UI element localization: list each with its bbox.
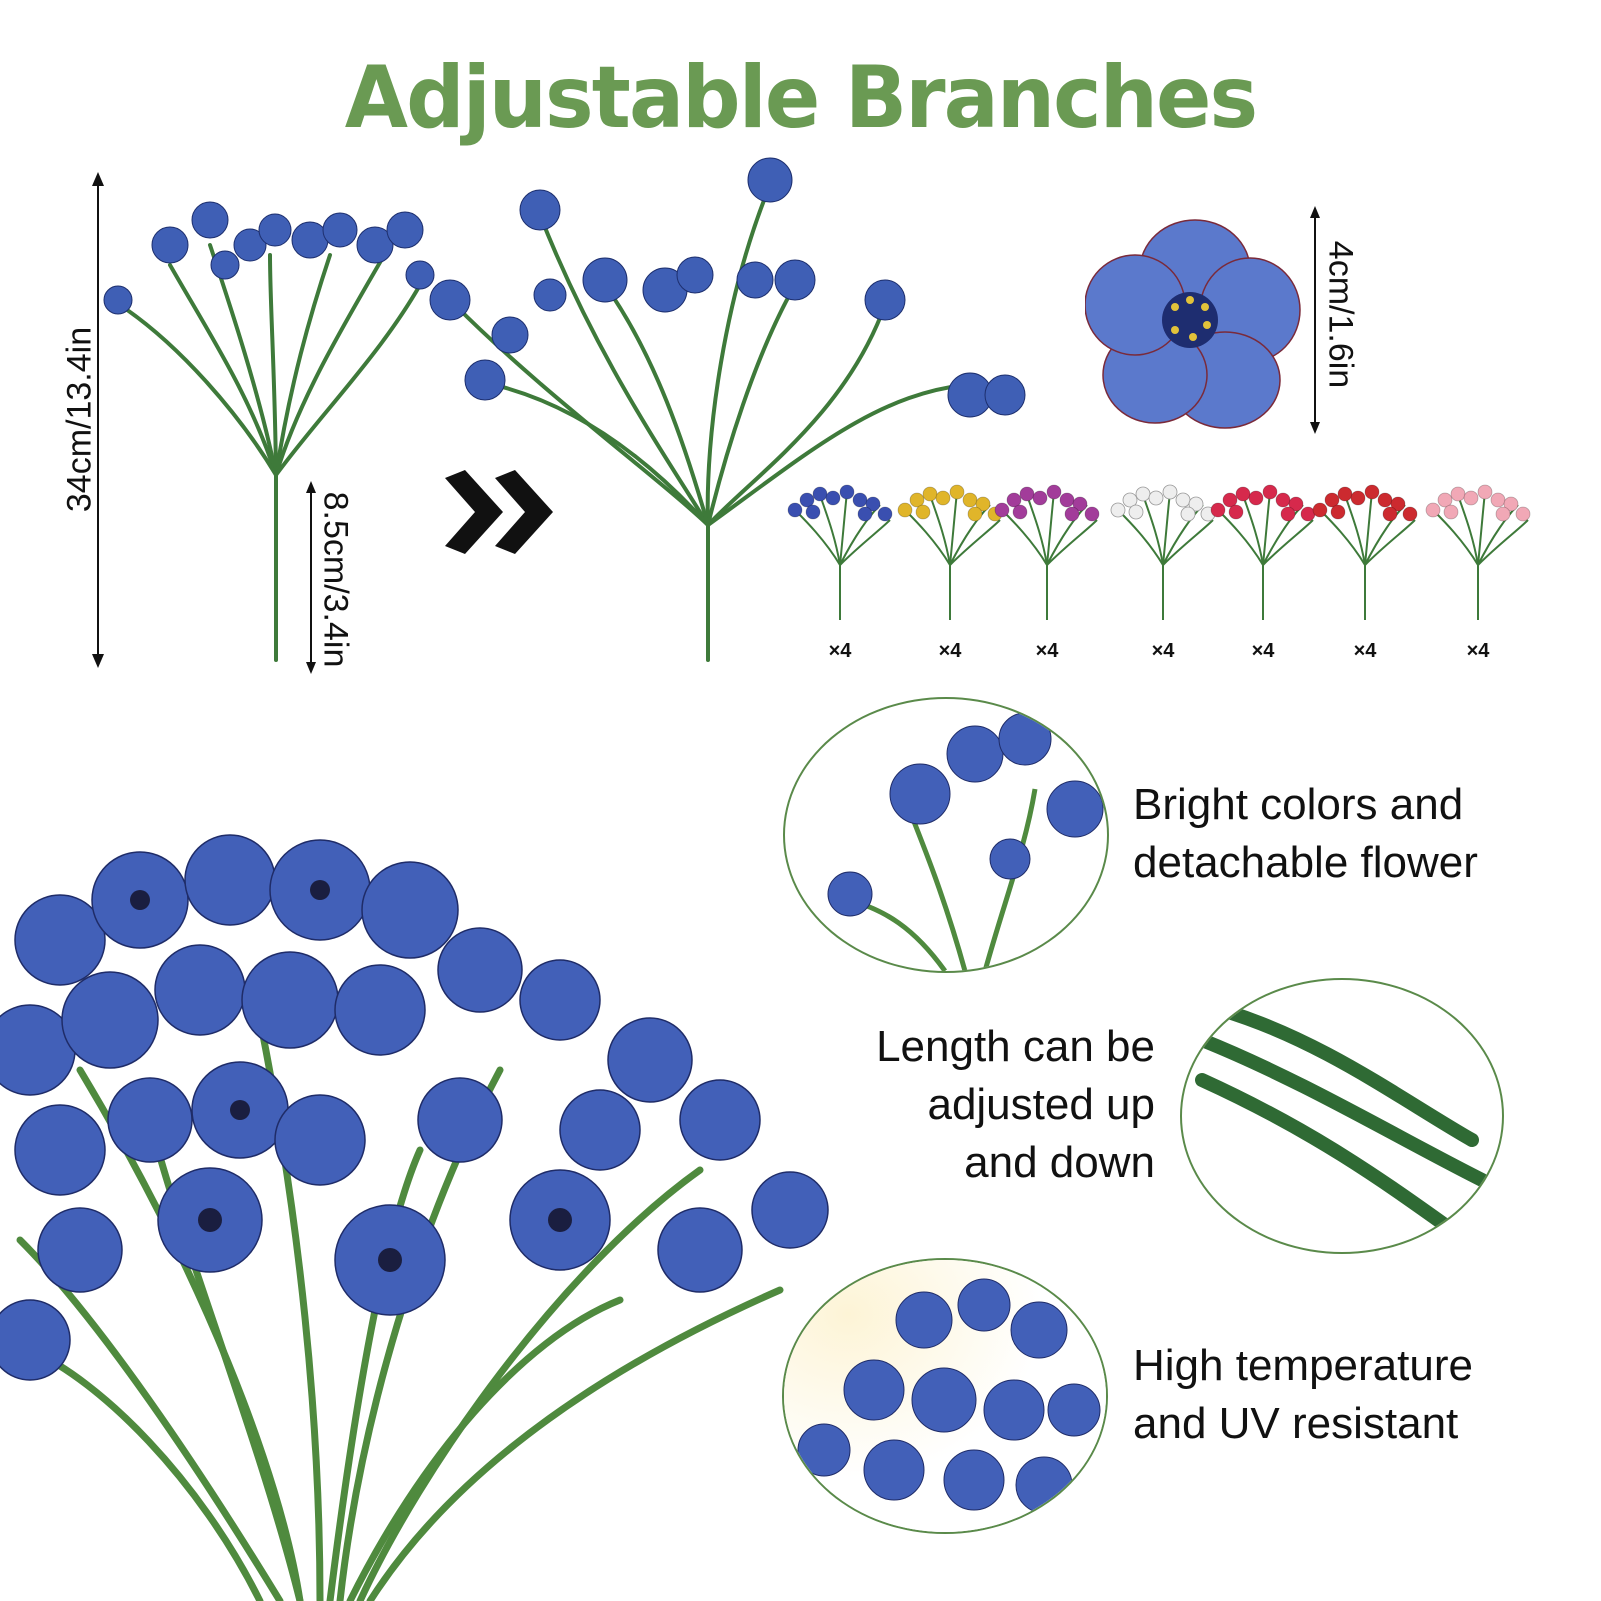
- flower-size-label: 4cm/1.6in: [1321, 240, 1360, 389]
- feature-2-line-1: Length can be: [876, 1022, 1155, 1071]
- double-chevron-right-icon: [445, 470, 553, 554]
- height-dimension-arrow: [92, 172, 104, 668]
- feature-adjustable-text: Length can be adjusted up and down: [840, 1018, 1155, 1192]
- feature-1-line-1: Bright colors and: [1133, 780, 1464, 829]
- page-title: Adjustable Branches: [344, 48, 1258, 148]
- variant-qty-2: ×4: [938, 640, 962, 662]
- uv-resistant-closeup: [782, 1258, 1108, 1534]
- stem-closeup: [1180, 978, 1504, 1254]
- variant-qty-5: ×4: [1251, 640, 1275, 662]
- total-height-label: 34cm/13.4in: [60, 326, 99, 513]
- single-flower-image: [1085, 219, 1301, 429]
- stem-dimension-arrow: [306, 481, 316, 674]
- variant-bouquet-2: [897, 484, 1003, 620]
- stem-length-label: 8.5cm/3.4in: [316, 491, 355, 668]
- feature-2-line-3: and down: [964, 1138, 1155, 1187]
- variant-qty-6: ×4: [1353, 640, 1377, 662]
- feature-uv-text: High temperature and UV resistant: [1133, 1337, 1473, 1453]
- feature-3-line-2: and UV resistant: [1133, 1399, 1459, 1448]
- variant-qty-3: ×4: [1035, 640, 1059, 662]
- bouquet-large-image: [0, 834, 829, 1601]
- variant-qty-4: ×4: [1151, 640, 1175, 662]
- variant-bouquet-6: [1312, 484, 1418, 620]
- variant-bouquet-4: [1110, 484, 1216, 620]
- variant-bouquet-1: [787, 484, 893, 620]
- feature-1-line-2: detachable flower: [1133, 838, 1478, 887]
- detachable-flower-closeup: [783, 697, 1109, 973]
- variant-qty-7: ×4: [1466, 640, 1490, 662]
- variant-bouquet-3: [994, 484, 1100, 620]
- flower-size-dimension-arrow: [1310, 206, 1320, 434]
- variant-bouquet-5: [1210, 484, 1316, 620]
- variant-bouquet-7: [1425, 484, 1531, 620]
- feature-3-line-1: High temperature: [1133, 1341, 1473, 1390]
- bouquet-compact-image: [103, 201, 435, 662]
- variant-qty-1: ×4: [828, 640, 852, 662]
- feature-detachable-text: Bright colors and detachable flower: [1133, 776, 1478, 892]
- feature-2-line-2: adjusted up: [927, 1080, 1155, 1129]
- bouquet-expanded-image: [429, 157, 1026, 662]
